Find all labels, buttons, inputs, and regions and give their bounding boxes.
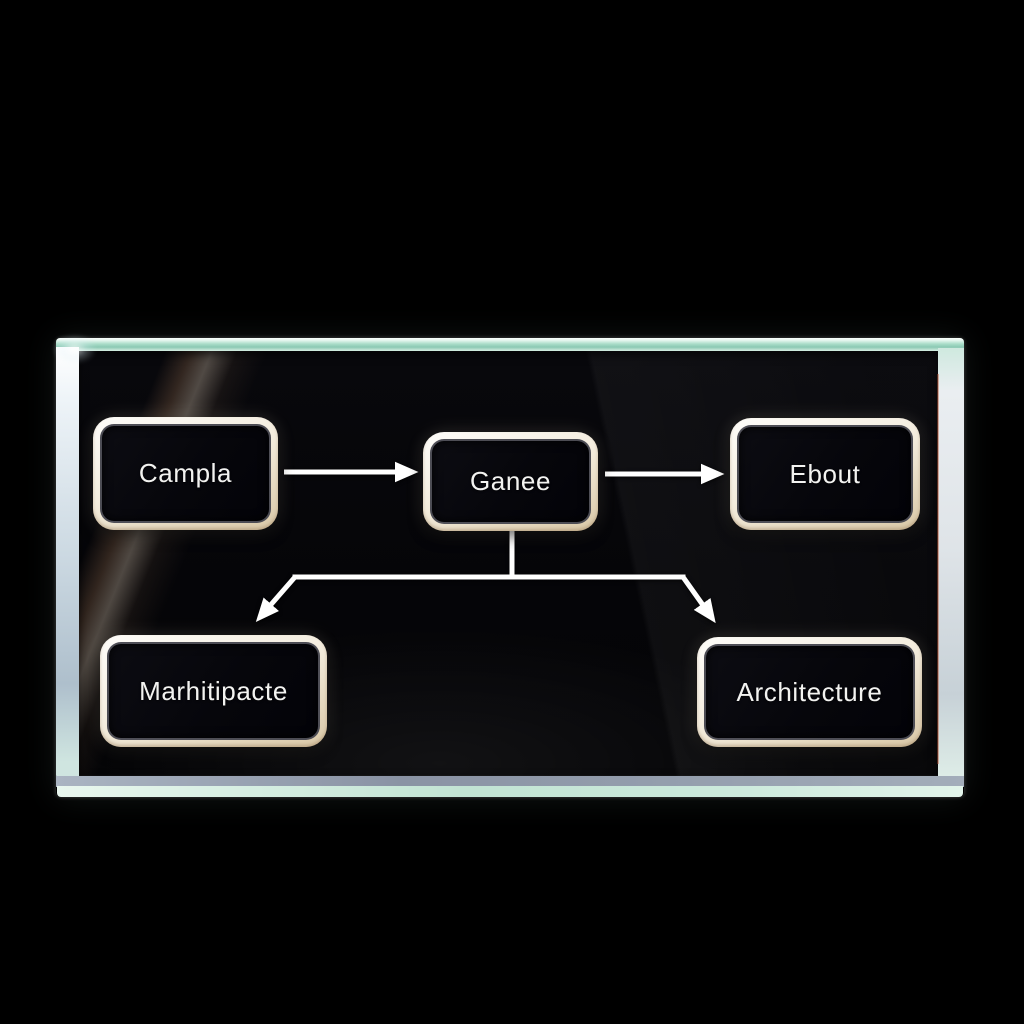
- node-ganee-label: Ganee: [469, 466, 552, 496]
- node-ganee: Ganee: [423, 432, 598, 531]
- panel-edge-top: [56, 338, 964, 351]
- panel-edge-bottom-upper: [56, 776, 964, 787]
- node-campla-face: Campla: [100, 424, 271, 523]
- panel-edge-right: [937, 348, 964, 781]
- node-ebout-label: Ebout: [789, 458, 861, 489]
- panel-edge-left: [56, 347, 79, 779]
- node-architecture-face: Architecture: [704, 644, 915, 740]
- node-marhitipacte-label: Marhitipacte: [139, 675, 288, 706]
- panel-corner-highlight: [52, 334, 142, 394]
- node-architecture: Architecture: [697, 637, 922, 747]
- node-marhitipacte-face: Marhitipacte: [107, 642, 320, 740]
- panel-edge-bottom-lower: [57, 786, 963, 797]
- node-campla: Campla: [93, 417, 278, 530]
- node-architecture-label: Architecture: [736, 676, 883, 707]
- node-ebout-face: Ebout: [737, 425, 913, 523]
- node-marhitipacte: Marhitipacte: [100, 635, 327, 747]
- node-ebout: Ebout: [730, 418, 920, 530]
- node-campla-label: Campla: [138, 458, 233, 488]
- node-ganee-face: Ganee: [430, 439, 591, 524]
